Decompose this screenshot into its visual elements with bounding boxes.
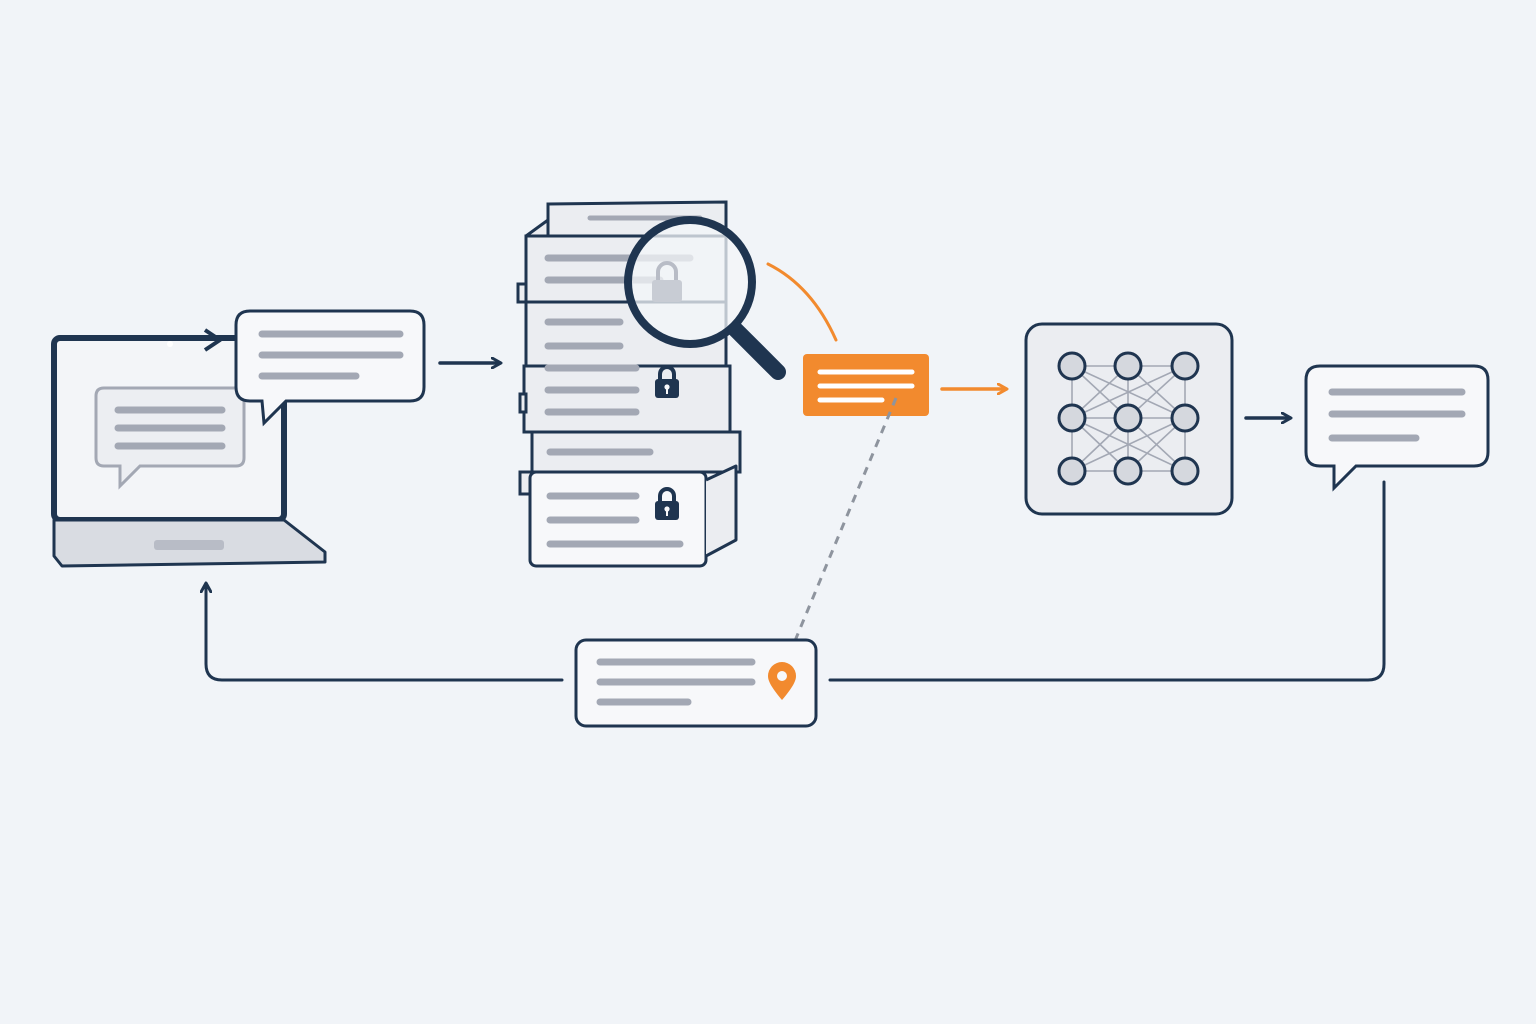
network-node <box>1057 351 1087 381</box>
user-query-bubble <box>234 309 426 427</box>
laptop-send-arrow-icon <box>203 328 222 352</box>
network-node <box>1113 351 1143 381</box>
network-node <box>1170 456 1200 486</box>
laptop-trackpad <box>154 540 224 550</box>
neural-network-icon <box>1024 322 1234 516</box>
magnifier-handle <box>728 322 786 380</box>
network-node <box>1170 351 1200 381</box>
magnifier-icon <box>624 216 786 380</box>
retrieval-curve <box>766 262 838 342</box>
lock-icon <box>652 280 682 302</box>
location-pin-icon <box>768 662 796 700</box>
return-line-right <box>828 480 1386 682</box>
cited-response-card <box>574 638 818 728</box>
retrieved-snippet-icon <box>803 354 929 416</box>
network-node <box>1057 403 1087 433</box>
answer-bubble <box>1304 364 1490 492</box>
network-edge <box>1071 365 1186 419</box>
citation-dashed-link <box>790 397 898 649</box>
return-arrow-to-laptop <box>206 584 564 682</box>
network-node <box>1170 403 1200 433</box>
network-edge <box>1071 417 1186 472</box>
network-node <box>1113 403 1143 433</box>
laptop-camera <box>167 341 173 347</box>
network-node <box>1113 456 1143 486</box>
network-node <box>1057 456 1087 486</box>
